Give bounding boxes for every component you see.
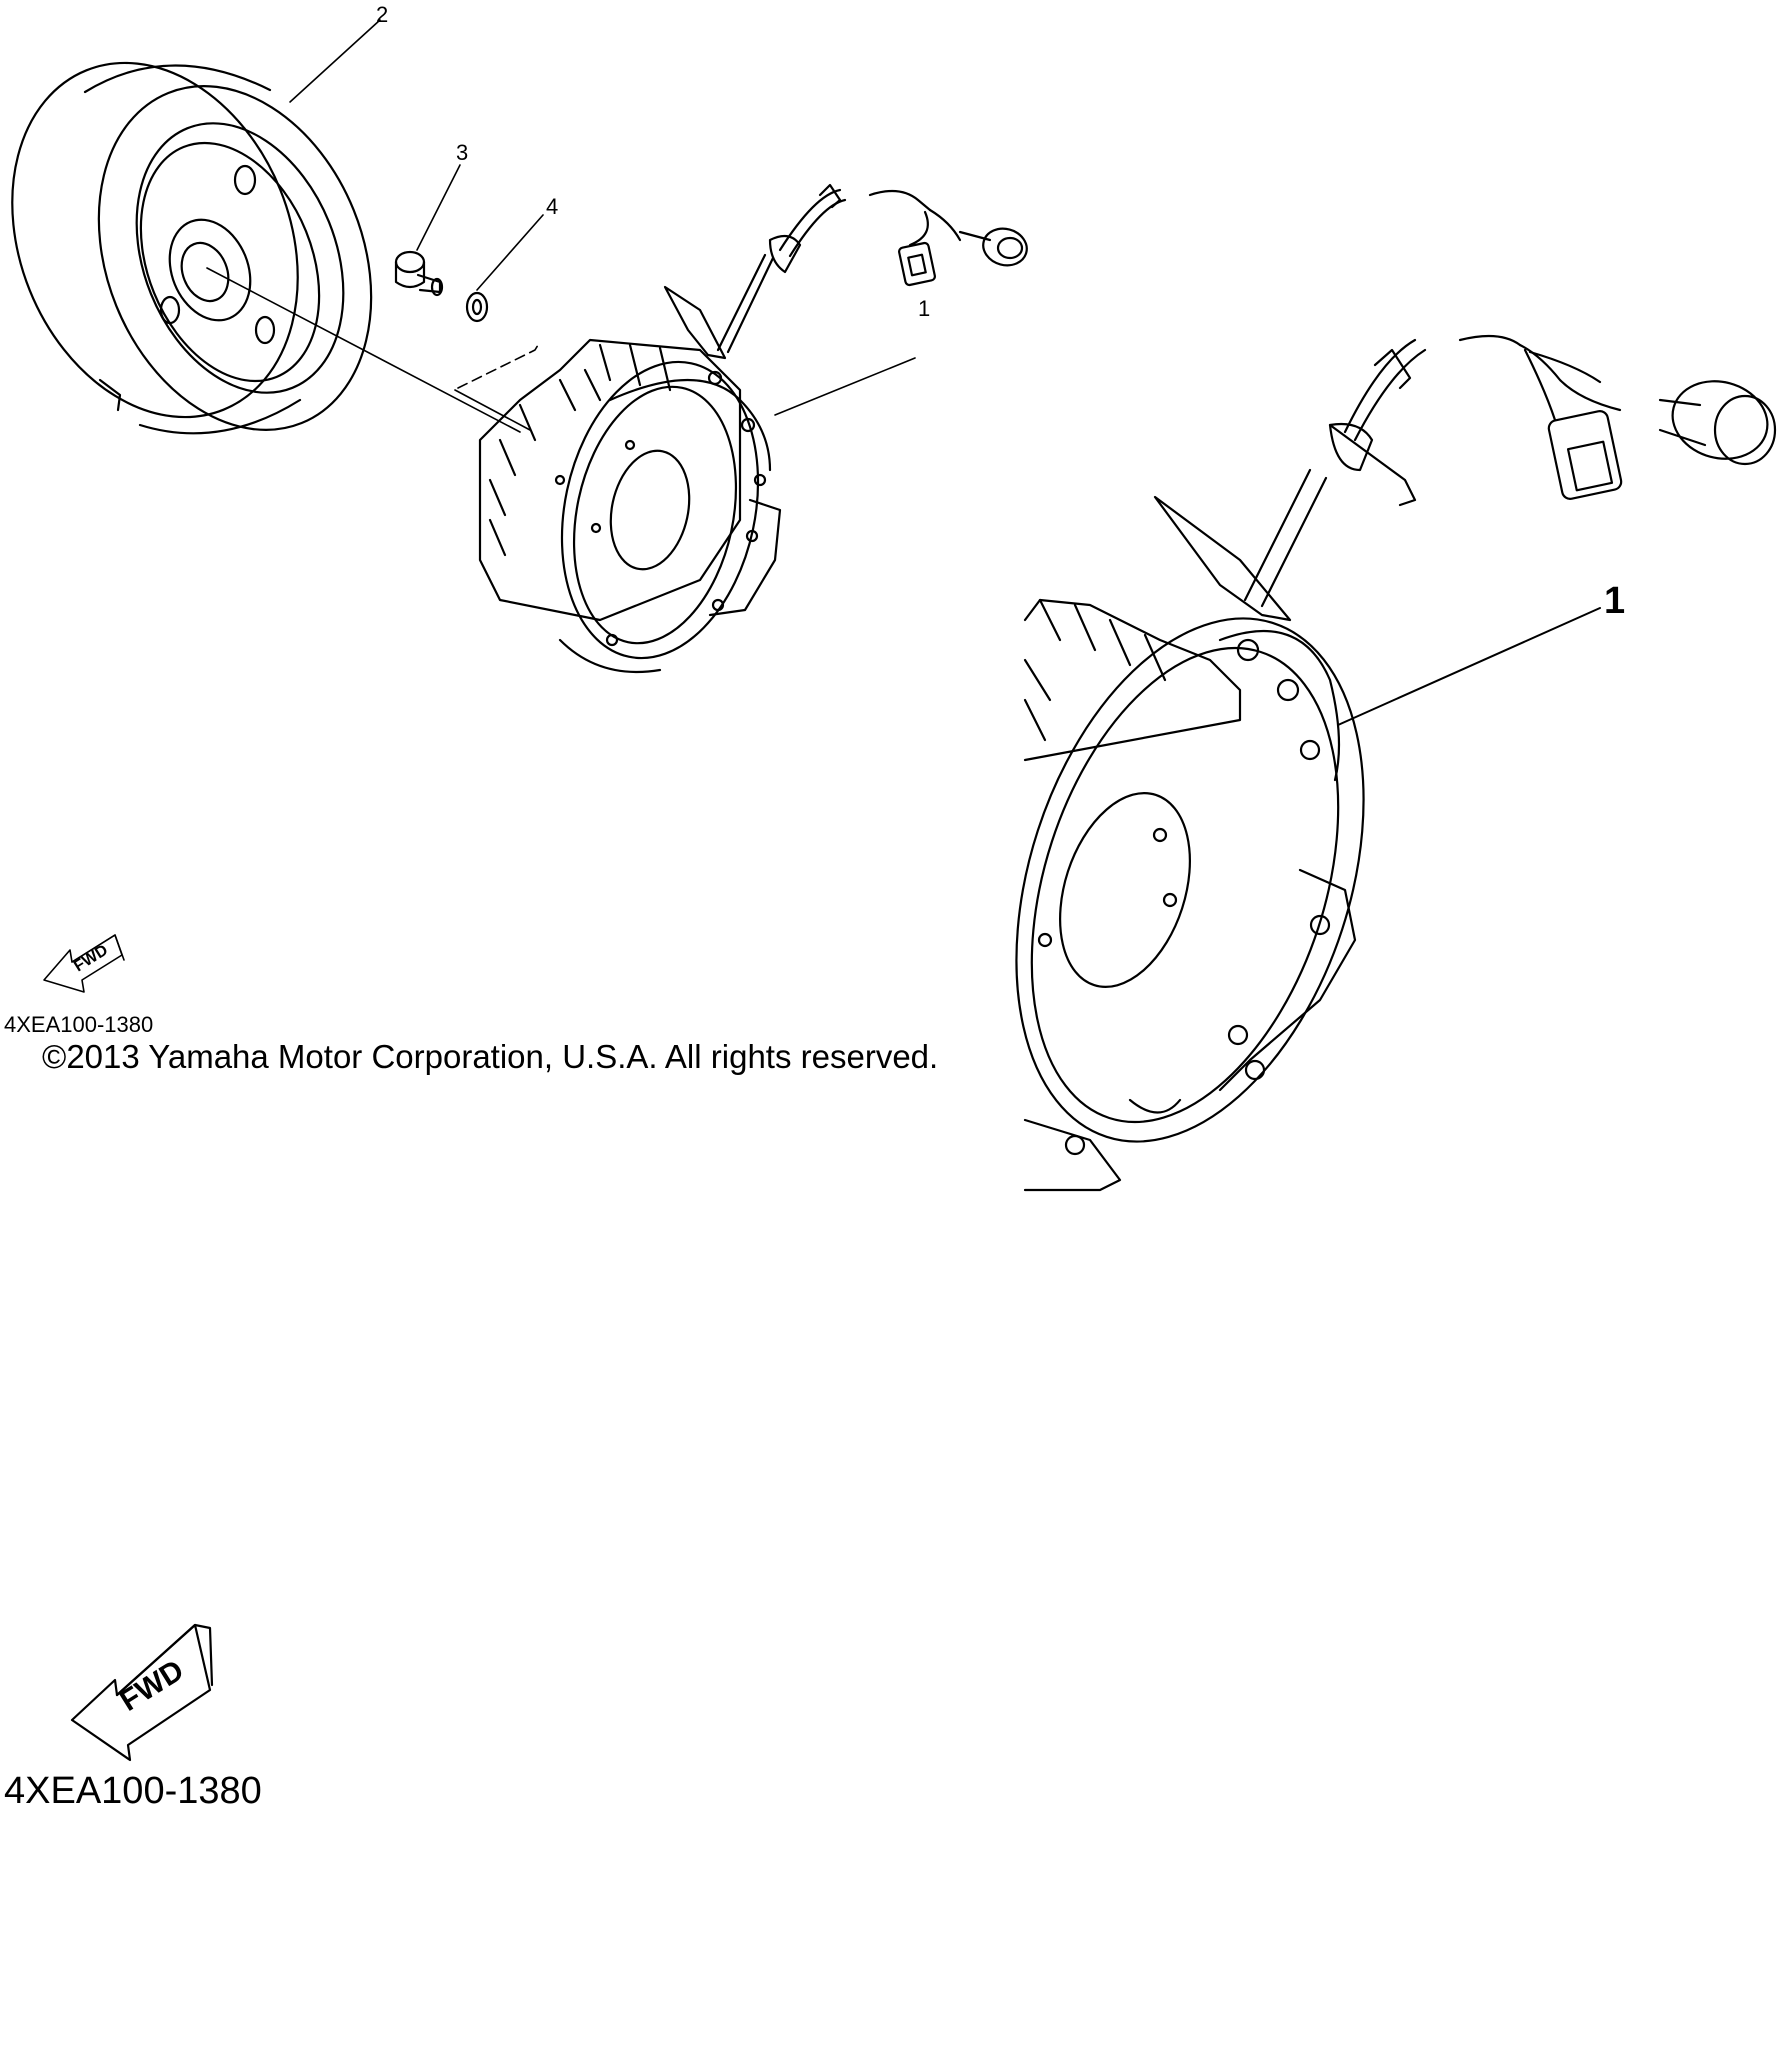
copyright-notice: ©2013 Yamaha Motor Corporation, U.S.A. A…: [42, 1038, 939, 1075]
callout-1: 1: [918, 296, 931, 321]
fwd-arrow-large-shape: [70, 1623, 214, 1762]
fwd-arrow-small-shape: [43, 934, 125, 993]
fwd-label-small: FWD: [71, 942, 111, 976]
callout-1-detail: 1: [1604, 580, 1626, 622]
part-number-large: 4XEA100-1380: [4, 1770, 262, 1812]
washer-drawing: [465, 291, 489, 323]
callout-3: 3: [456, 140, 469, 165]
part-number-small: 4XEA100-1380: [4, 1012, 154, 1037]
stator-assembly-drawing: [478, 183, 1028, 674]
leader-lines: [206, 19, 916, 433]
callout-2: 2: [376, 2, 389, 27]
stator-detail-drawing: [1015, 334, 1777, 1200]
bolt-drawing: [394, 250, 444, 297]
rotor-flywheel-drawing: [11, 61, 373, 435]
callout-4: 4: [546, 194, 559, 219]
